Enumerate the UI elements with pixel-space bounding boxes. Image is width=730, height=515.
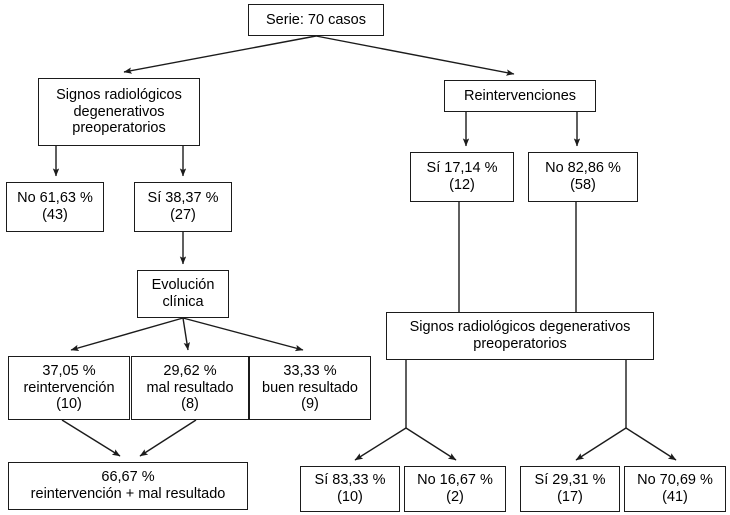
- node-reintervenciones[interactable]: Reintervenciones: [444, 80, 596, 112]
- node-si-83[interactable]: Sí 83,33 % (10): [300, 466, 400, 512]
- edge-signos-to-no-70: [625, 427, 677, 461]
- edge-evolucion-to-reintervencion: [70, 317, 184, 351]
- edge-signos-to-no-16: [405, 427, 457, 461]
- node-serie-70-casos[interactable]: Serie: 70 casos: [248, 4, 384, 36]
- node-mal-resultado-29[interactable]: 29,62 % mal resultado (8): [131, 356, 249, 420]
- edge-signos-to-si-83: [354, 427, 407, 461]
- node-no-16[interactable]: No 16,67 % (2): [404, 466, 506, 512]
- node-evolucion-clinica[interactable]: Evolución clínica: [137, 270, 229, 318]
- node-buen-resultado-33[interactable]: 33,33 % buen resultado (9): [249, 356, 371, 420]
- edge-evolucion-to-buen-resultado: [182, 317, 304, 352]
- node-signos-si-38[interactable]: Sí 38,37 % (27): [134, 182, 232, 232]
- node-no-70[interactable]: No 70,69 % (41): [624, 466, 726, 512]
- edge-mal-resultado-to-suma: [139, 419, 197, 457]
- node-signos-radiologicos-preop-right[interactable]: Signos radiológicos degenerativos preope…: [386, 312, 654, 360]
- edge-root-to-reintervenciones: [315, 35, 515, 76]
- node-reintervenciones-si-17[interactable]: Sí 17,14 % (12): [410, 152, 514, 202]
- node-reintervencion-37[interactable]: 37,05 % reintervención (10): [8, 356, 130, 420]
- node-reintervenciones-no-82[interactable]: No 82,86 % (58): [528, 152, 638, 202]
- edge-signos-to-si-29: [575, 427, 627, 461]
- node-si-29[interactable]: Sí 29,31 % (17): [520, 466, 620, 512]
- node-signos-radiologicos-preop-left[interactable]: Signos radiológicos degenerativos preope…: [38, 78, 200, 146]
- node-signos-no-61[interactable]: No 61,63 % (43): [6, 182, 104, 232]
- edge-root-to-left-signos: [123, 35, 317, 74]
- node-suma-66[interactable]: 66,67 % reintervención + mal resultado: [8, 462, 248, 510]
- edge-reintervencion-to-suma: [61, 419, 121, 457]
- edge-evolucion-to-mal-resultado: [182, 317, 190, 351]
